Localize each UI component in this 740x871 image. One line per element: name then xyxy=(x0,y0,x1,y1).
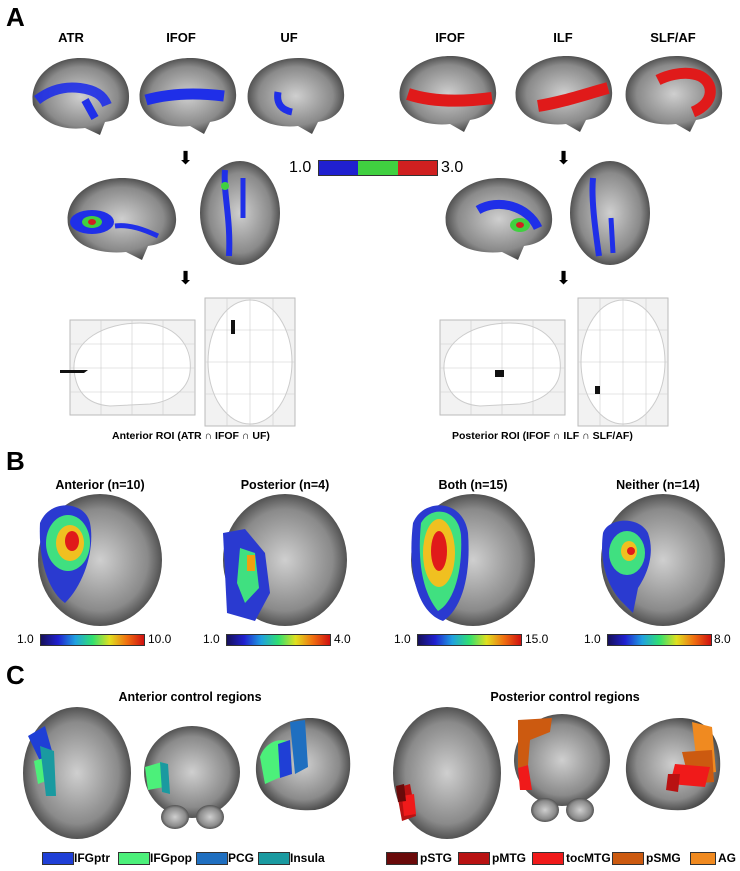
lesion-map-posterior xyxy=(223,494,347,626)
control-coronal-anterior xyxy=(144,726,240,829)
arrow-down-icon: ⬇ xyxy=(178,268,194,288)
arrow-down-icon: ⬇ xyxy=(556,148,572,168)
control-sagittal-posterior xyxy=(625,718,721,811)
tract-label-ilf: ILF xyxy=(553,30,573,45)
scale-min-label: 1.0 xyxy=(289,159,312,176)
legend-swatch-pcg xyxy=(196,852,228,865)
tract-label-atr: ATR xyxy=(58,30,84,45)
colorbar-posterior-min: 1.0 xyxy=(203,632,220,646)
colorbar-both-max: 15.0 xyxy=(525,632,549,646)
legend-label-ag: AG xyxy=(718,851,736,865)
brain-sagittal-atr xyxy=(32,58,130,135)
legend-label-ifgpop: IFGpop xyxy=(150,851,192,865)
tract-label-slf-af: SLF/AF xyxy=(650,30,696,45)
brain-sagittal-ilf xyxy=(515,56,613,132)
colorbar-both-min: 1.0 xyxy=(394,632,411,646)
group-title-anterior: Anterior (n=10) xyxy=(55,478,145,492)
colorbar-neither-max: 8.0 xyxy=(714,632,731,646)
panel-label-c: C xyxy=(6,660,25,690)
glass-brain-axial-posterior xyxy=(577,297,669,427)
colorbar-neither-min: 1.0 xyxy=(584,632,601,646)
brain-axial-posterior-overlap xyxy=(570,161,650,265)
control-coronal-posterior xyxy=(514,714,610,822)
brain-sagittal-ifof-left xyxy=(139,58,237,134)
legend-swatch-pmtg xyxy=(458,852,490,865)
legend-label-pcg: PCG xyxy=(228,851,255,865)
legend-label-tocmtg: tocMTG xyxy=(566,851,611,865)
colorbar-anterior xyxy=(40,634,145,646)
legend-swatch-psmg xyxy=(612,852,644,865)
anterior-roi-caption: Anterior ROI (ATR ∩ IFOF ∩ UF) xyxy=(112,430,270,442)
brain-sagittal-ifof-right xyxy=(399,56,497,132)
colorbar-neither xyxy=(607,634,712,646)
anterior-control-title: Anterior control regions xyxy=(118,690,262,704)
tract-label-uf: UF xyxy=(280,30,298,45)
legend-swatch-ag xyxy=(690,852,716,865)
brain-sagittal-uf xyxy=(247,58,345,134)
brain-sagittal-posterior-overlap xyxy=(445,178,553,260)
group-title-neither: Neither (n=14) xyxy=(616,478,700,492)
legend-swatch-pstg xyxy=(386,852,418,865)
legend-label-pmtg: pMTG xyxy=(492,851,526,865)
scale-segment-mid xyxy=(358,161,398,175)
scale-segment-high xyxy=(397,161,437,175)
lesion-map-anterior xyxy=(38,494,162,626)
arrow-down-icon: ⬇ xyxy=(178,148,194,168)
legend-label-pstg: pSTG xyxy=(420,851,452,865)
brain-sagittal-anterior-overlap xyxy=(67,178,177,260)
arrow-down-icon: ⬇ xyxy=(556,268,572,288)
legend-swatch-ifgpop xyxy=(118,852,150,865)
glass-brain-sagittal-anterior xyxy=(60,319,196,416)
colorbar-posterior-max: 4.0 xyxy=(334,632,351,646)
lesion-map-both xyxy=(411,494,535,626)
control-sagittal-anterior xyxy=(255,718,351,811)
legend-swatch-insula xyxy=(258,852,290,865)
colorbar-posterior xyxy=(226,634,331,646)
posterior-control-title: Posterior control regions xyxy=(490,690,640,704)
group-title-posterior: Posterior (n=4) xyxy=(240,478,330,492)
group-title-both: Both (n=15) xyxy=(438,478,508,492)
panel-label-a: A xyxy=(6,2,25,32)
colorbar-both xyxy=(417,634,522,646)
panel-label-b: B xyxy=(6,446,25,476)
legend-swatch-tocmtg xyxy=(532,852,564,865)
scale-segment-low xyxy=(319,161,359,175)
colorbar-anterior-max: 10.0 xyxy=(148,632,172,646)
brain-axial-anterior-overlap xyxy=(200,161,280,265)
legend-swatch-ifgptr xyxy=(42,852,74,865)
tract-label-ifof-right: IFOF xyxy=(435,30,465,45)
tract-label-ifof-left: IFOF xyxy=(166,30,196,45)
legend-label-insula: Insula xyxy=(290,851,325,865)
glass-brain-axial-anterior xyxy=(204,297,296,427)
glass-brain-sagittal-posterior xyxy=(439,319,566,416)
control-axial-posterior xyxy=(393,707,501,839)
posterior-roi-caption: Posterior ROI (IFOF ∩ ILF ∩ SLF/AF) xyxy=(452,430,633,442)
scale-max-label: 3.0 xyxy=(441,159,464,176)
colorbar-anterior-min: 1.0 xyxy=(17,632,34,646)
brain-sagittal-slf-af xyxy=(625,56,723,132)
legend-label-ifgptr: IFGptr xyxy=(74,851,110,865)
legend-label-psmg: pSMG xyxy=(646,851,681,865)
control-axial-anterior xyxy=(23,707,131,839)
scale-bar xyxy=(318,160,438,176)
lesion-map-neither xyxy=(601,494,725,626)
